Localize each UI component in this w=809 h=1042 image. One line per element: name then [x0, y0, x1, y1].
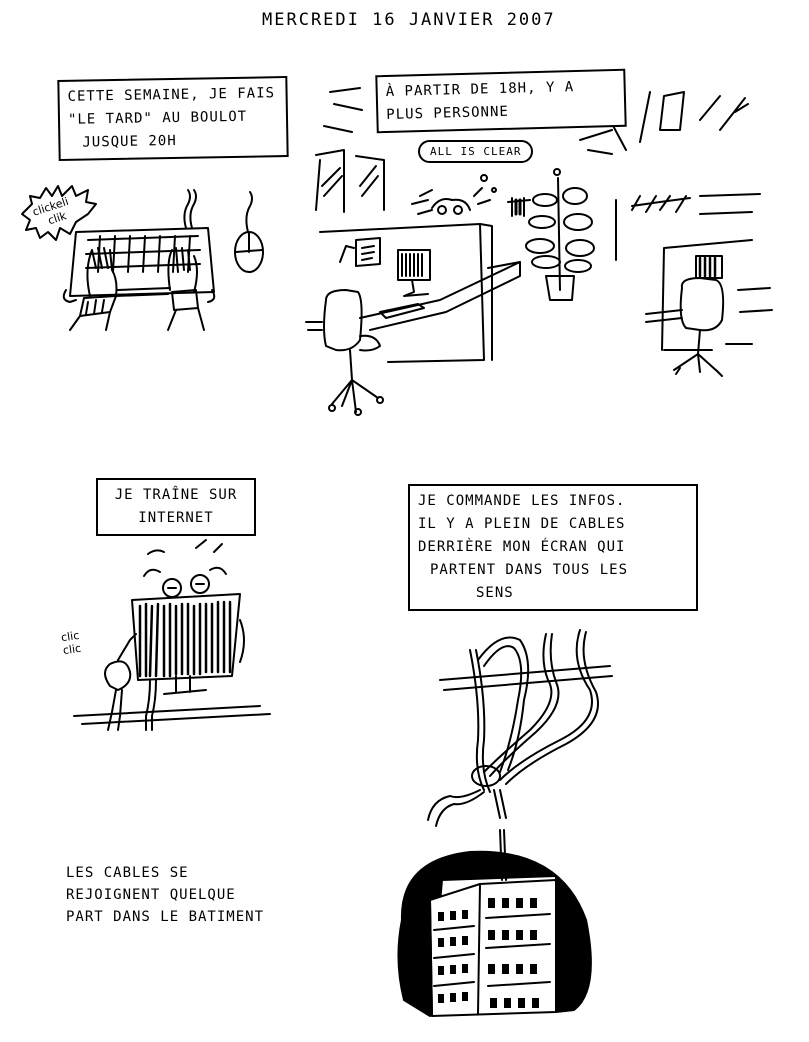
panel-3-sound-effect: clic clic: [60, 629, 82, 657]
panel-4-caption-box: Je commande les infos. Il y a plein de c…: [408, 484, 698, 611]
mouse-drawing: [234, 191, 264, 273]
caption-line: plus personne: [386, 103, 510, 124]
caption-line: Il y a plein de cables: [418, 516, 626, 532]
caption-line: Je traîne sur: [114, 487, 238, 503]
caption-line: jusque 20H: [82, 132, 177, 151]
panel-2-caption-box: À partir de 18H, y a plus personne: [375, 68, 627, 134]
caption-line: rejoignent quelque: [66, 887, 236, 903]
panel-2-thought-bubble: All is clear: [418, 140, 534, 163]
caption-line: internet: [138, 510, 214, 526]
sfx-line: clic: [62, 641, 82, 658]
left-hand-drawing: [69, 247, 118, 331]
caption-line: "Le tard" au boulot: [67, 108, 248, 128]
caption-line: part dans le batiment: [66, 909, 265, 925]
caption-line: partent dans tous les: [430, 562, 629, 578]
sound-burst-drawing: [21, 185, 97, 241]
office-scene-drawing: [305, 87, 773, 416]
caption-line: Je commande les infos.: [418, 493, 626, 509]
page-date-title: MERCREDI 16 JANVIER 2007: [262, 10, 556, 30]
panel-3-caption-box: Je traîne sur internet: [96, 478, 256, 536]
caption-line: sens: [476, 585, 514, 601]
panel-1-caption-box: Cette semaine, je fais "Le tard" au boul…: [57, 75, 289, 162]
right-hand-drawing: [167, 247, 205, 331]
tangled-cables-drawing: [427, 629, 613, 827]
keyboard-cable-drawing: [183, 189, 197, 229]
monitor-person-drawing: [73, 539, 271, 731]
caption-line: derrière mon écran qui: [418, 539, 626, 555]
building-drawing: [397, 829, 592, 1017]
caption-line: Les cables se: [66, 865, 189, 881]
panel-5-caption: Les cables se rejoignent quelque part da…: [66, 862, 264, 928]
